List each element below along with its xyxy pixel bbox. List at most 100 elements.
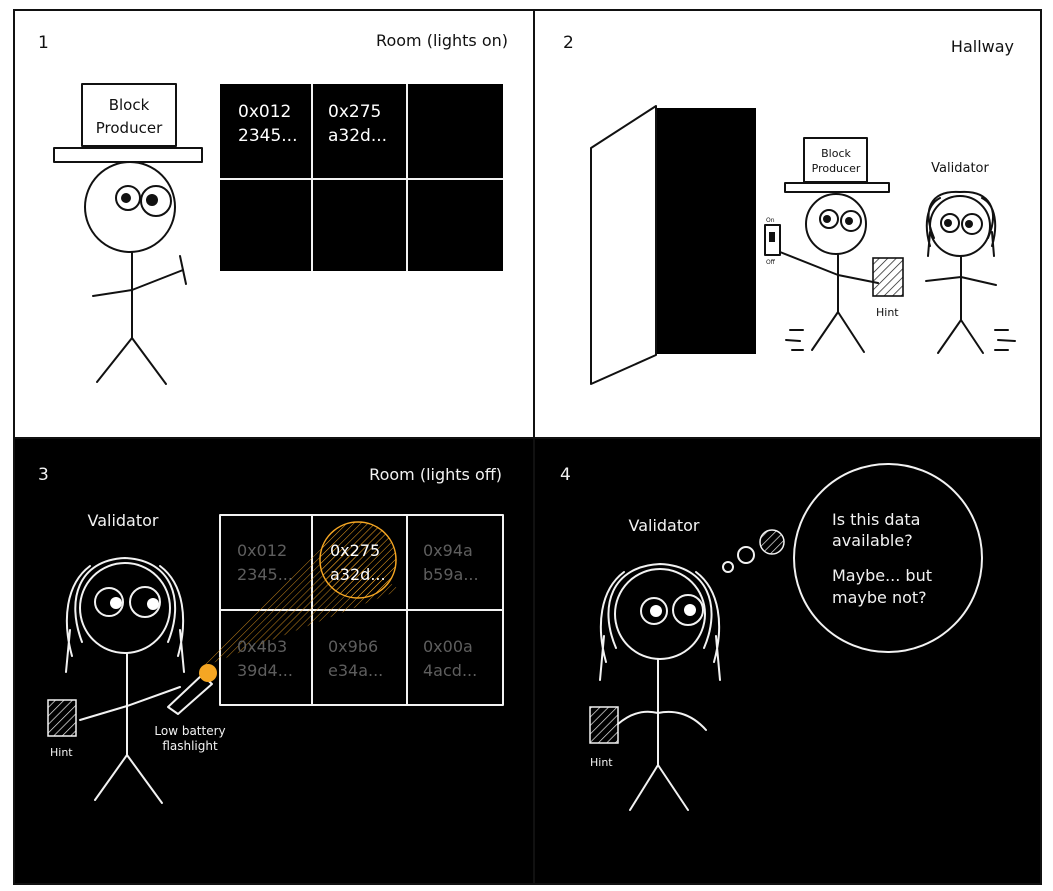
pupil-left xyxy=(110,597,122,609)
dark-cell-5-line1: 0x9b6 xyxy=(328,637,378,656)
panel-2: 2 Hallway On Off Block Producer xyxy=(533,9,1042,439)
lit-cell-2-line1: 0x275 xyxy=(328,102,381,122)
validator-figure: Hint Low battery flashlight xyxy=(47,557,226,804)
arms xyxy=(92,269,184,297)
dark-cell-6-line2: 4acd... xyxy=(423,661,477,680)
pupil-right xyxy=(146,194,158,206)
panel-2-number: 2 xyxy=(563,33,574,53)
light-switch-cord xyxy=(179,255,187,285)
validator-figure: Hint xyxy=(589,563,721,811)
flashlight-spot xyxy=(319,521,397,599)
switch-off-label: Off xyxy=(766,259,776,266)
thought-question-line1: Is this data xyxy=(832,510,920,529)
panel-3: 3 Room (lights off) Validator 0x012 2345… xyxy=(13,437,535,885)
pupil-left xyxy=(823,215,831,223)
arms xyxy=(779,251,879,284)
panel-4: 4 Validator Is this data available? Mayb… xyxy=(533,437,1042,885)
lit-cell-2-line2: a32d... xyxy=(328,126,387,146)
block-producer-figure: Block Producer xyxy=(53,83,203,385)
lit-cell-1-line2: 2345... xyxy=(238,126,297,146)
dark-cell-1-line1: 0x012 xyxy=(237,541,287,560)
eye-left xyxy=(819,209,839,229)
arms xyxy=(79,686,181,721)
thought-answer-line2: maybe not? xyxy=(832,588,927,607)
eye-left xyxy=(94,587,124,617)
thought-bubble: Is this data available? Maybe... but may… xyxy=(722,463,983,653)
lit-cell-1-line1: 0x012 xyxy=(238,102,291,122)
pupil-right xyxy=(147,598,159,610)
panel-1: 1 Room (lights on) Block Producer 0x012 … xyxy=(13,9,535,439)
eye-left xyxy=(640,597,668,625)
panel-4-number: 4 xyxy=(560,465,571,485)
dark-cell-4-line2: 39d4... xyxy=(237,661,293,680)
door-leaf xyxy=(590,105,657,385)
motion-lines xyxy=(785,329,804,351)
head xyxy=(805,193,867,255)
grid-lines xyxy=(220,84,503,271)
data-grid-dark: 0x012 2345... 0x275 a32d... 0x94a b59a..… xyxy=(200,514,504,706)
eye-right xyxy=(672,594,704,626)
hat-label-line1: Block xyxy=(109,96,150,114)
pupil-right xyxy=(965,220,973,228)
pupil-left xyxy=(121,193,131,203)
hint-label: Hint xyxy=(50,746,73,759)
dark-cell-1-line2: 2345... xyxy=(237,565,293,584)
hint-icon xyxy=(872,257,904,297)
thought-answer-line1: Maybe... but xyxy=(832,566,932,585)
validator-label: Validator xyxy=(931,161,989,176)
validator-figure: Validator xyxy=(925,161,1016,354)
thought-question-line2: available? xyxy=(832,531,913,550)
flashlight-label-line2: flashlight xyxy=(162,739,218,753)
legs xyxy=(937,319,984,354)
panel-2-caption: Hallway xyxy=(951,37,1014,56)
arms xyxy=(925,276,997,286)
dark-cell-3-line1: 0x94a xyxy=(423,541,473,560)
switch-plate xyxy=(764,224,781,256)
panel-3-caption: Room (lights off) xyxy=(369,465,502,484)
hat-label-line1: Block xyxy=(821,147,851,160)
head xyxy=(614,568,706,660)
head xyxy=(84,161,176,253)
hat-label-line2: Producer xyxy=(812,162,861,175)
legs xyxy=(94,754,163,804)
validator-label: Validator xyxy=(629,516,700,535)
eye-left xyxy=(115,185,141,211)
hat-label-line2: Producer xyxy=(96,119,163,137)
eye-right xyxy=(140,185,172,217)
panel-1-caption: Room (lights on) xyxy=(376,31,508,50)
flashlight-bulb xyxy=(199,664,217,682)
pupil-left xyxy=(944,219,952,227)
panel-3-number: 3 xyxy=(38,465,49,485)
hint-card: Hint xyxy=(872,257,904,319)
dark-cell-6-line1: 0x00a xyxy=(423,637,473,656)
eye-right xyxy=(129,586,161,618)
switch-on-label: On xyxy=(766,217,775,224)
legs xyxy=(811,311,865,353)
hint-label: Hint xyxy=(590,756,613,769)
block-producer-figure-small: Block Producer xyxy=(779,137,890,353)
dark-cell-2-line1: 0x275 xyxy=(330,541,380,560)
thought-dot-large xyxy=(759,529,785,555)
open-door xyxy=(590,105,756,385)
dark-cell-5-line2: e34a... xyxy=(328,661,383,680)
eye-right xyxy=(961,213,983,235)
thought-dot-small xyxy=(722,561,734,573)
arms xyxy=(617,710,707,731)
hint-icon xyxy=(589,706,619,744)
switch-toggle xyxy=(769,232,775,242)
pupil-right xyxy=(845,217,853,225)
hat-brim xyxy=(784,182,890,193)
hint-icon xyxy=(47,699,77,737)
legs xyxy=(96,337,167,385)
data-grid-lit: 0x012 2345... 0x275 a32d... xyxy=(220,84,503,271)
hat-crown xyxy=(81,83,177,147)
hair xyxy=(599,563,721,681)
thought-cloud xyxy=(793,463,983,653)
pupil-left xyxy=(650,605,662,617)
grid-background xyxy=(220,84,503,271)
flashlight-label-line1: Low battery xyxy=(154,724,225,738)
dark-cell-4-line1: 0x4b3 xyxy=(237,637,287,656)
hair xyxy=(65,557,185,673)
thought-dot-medium xyxy=(737,546,755,564)
